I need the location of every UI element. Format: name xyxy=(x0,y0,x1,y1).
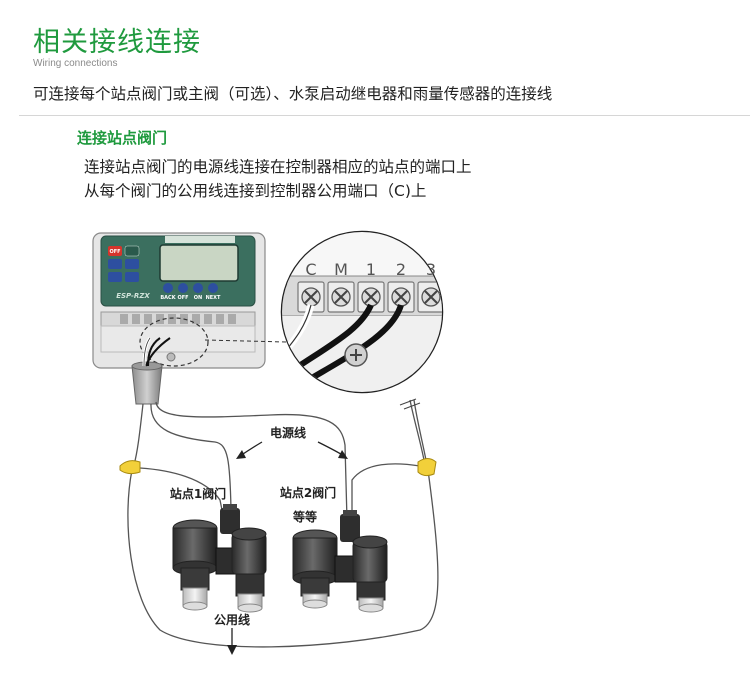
station-2-valve xyxy=(292,510,388,613)
label-power-wire: 电源线 xyxy=(270,425,306,440)
wire-nut-left xyxy=(119,460,141,475)
svg-text:2: 2 xyxy=(396,260,406,279)
instruction-line-2: 从每个阀门的公用线连接到控制器公用端口（C)上 xyxy=(84,182,427,200)
svg-text:NEXT: NEXT xyxy=(206,295,221,301)
section-heading: 连接站点阀门 xyxy=(77,129,168,147)
svg-text:ON: ON xyxy=(194,295,202,301)
label-etc: 等等 xyxy=(292,509,317,524)
svg-text:M: M xyxy=(334,260,348,279)
power-wire-arrows xyxy=(239,441,345,457)
run-key-icon xyxy=(108,259,122,269)
svg-text:OFF: OFF xyxy=(109,249,120,255)
label-common-wire: 公用线 xyxy=(214,612,250,627)
svg-text:3: 3 xyxy=(426,260,436,279)
page-subtitle: Wiring connections xyxy=(33,58,118,69)
wire-break-mark xyxy=(399,398,421,410)
field-wires xyxy=(127,399,439,648)
page-title: 相关接线连接 xyxy=(33,27,201,58)
label-station-2-valve: 站点2阀门 xyxy=(280,485,336,500)
controller-unit: OFF BACK OFF ON NEXT ESP-RZX xyxy=(92,232,287,405)
station-1-valve xyxy=(172,504,267,613)
instruction-line-1: 连接站点阀门的电源线连接在控制器相应的站点的端口上 xyxy=(84,158,472,176)
intro-text: 可连接每个站点阀门或主阀（可选）、水泵启动继电器和雨量传感器的连接线 xyxy=(33,85,553,103)
wire-nut-right xyxy=(417,458,437,477)
lcd-screen xyxy=(159,244,239,282)
svg-text:BACK: BACK xyxy=(160,295,176,301)
brand-logo: ESP-RZX xyxy=(116,292,150,300)
divider xyxy=(19,115,750,116)
svg-text:OFF: OFF xyxy=(177,295,188,301)
svg-text:1: 1 xyxy=(366,260,376,279)
label-station-1-valve: 站点1阀门 xyxy=(170,486,226,501)
off-key-icon xyxy=(108,246,122,256)
svg-text:C: C xyxy=(305,260,316,279)
